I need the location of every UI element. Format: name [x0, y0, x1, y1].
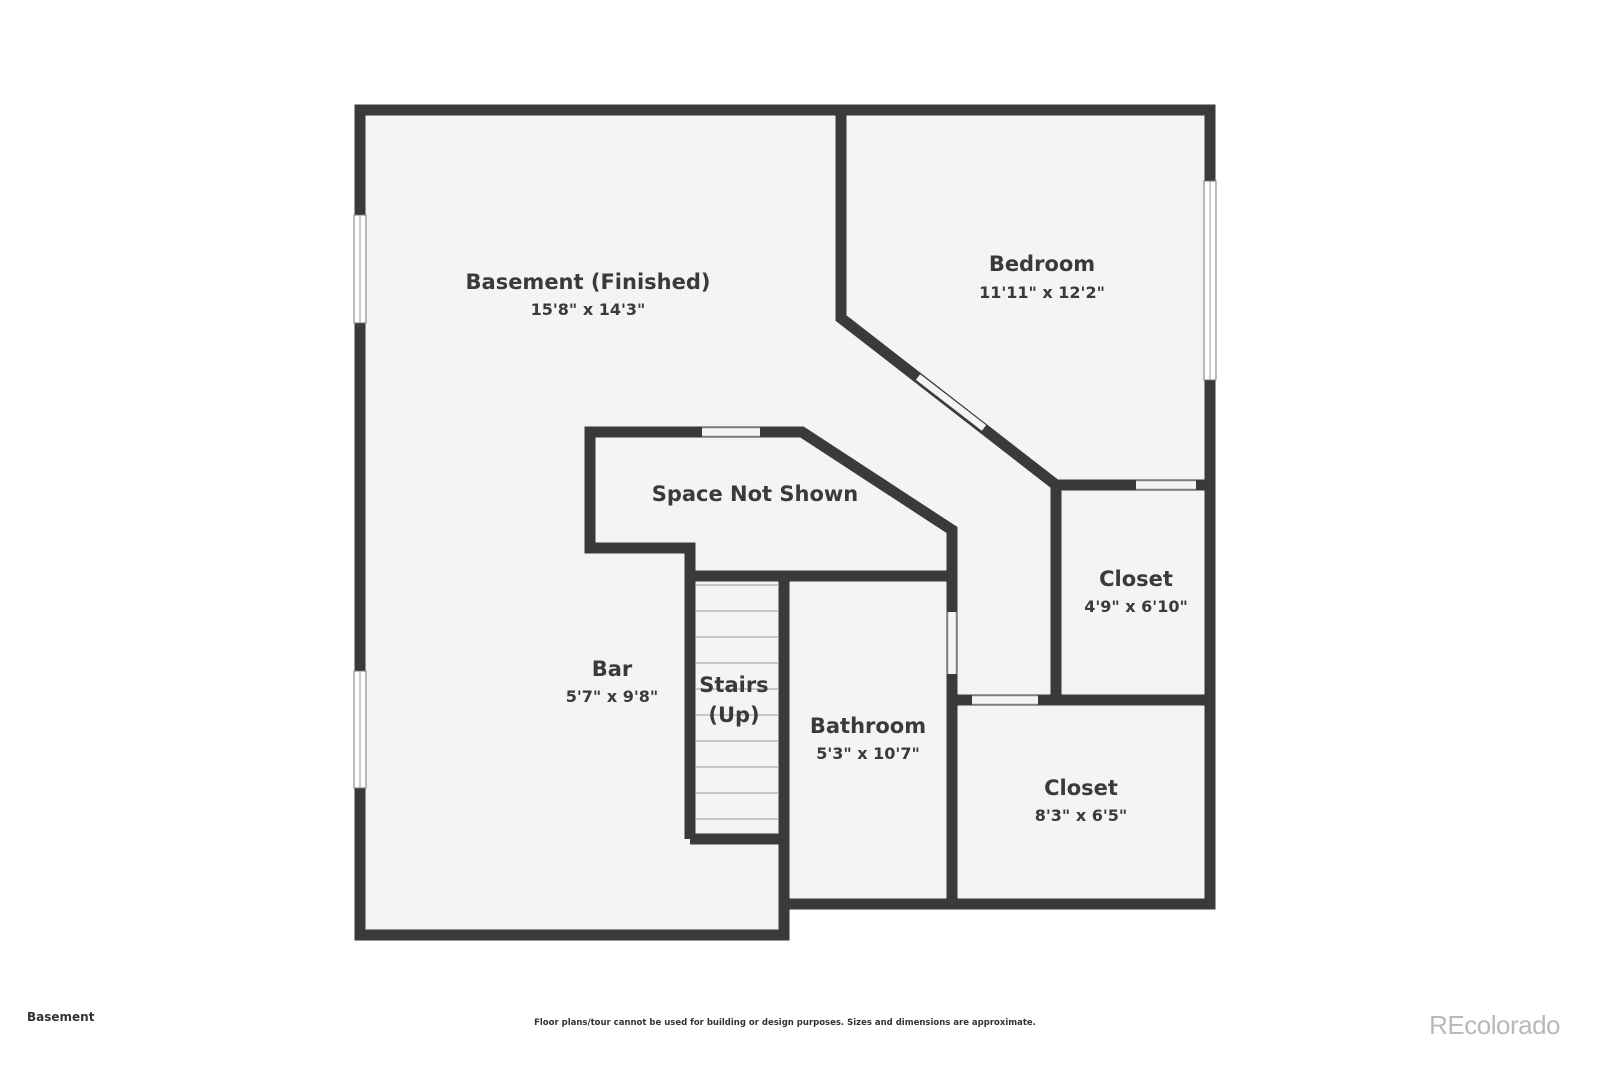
disclaimer-text: Floor plans/tour cannot be used for buil… [534, 1018, 1036, 1028]
room-name-bedroom: Bedroom [989, 252, 1095, 276]
room-dims-closet-a: 4'9" x 6'10" [1084, 597, 1188, 616]
room-name-bathroom: Bathroom [810, 714, 926, 738]
room-name-closet-a: Closet [1099, 567, 1173, 591]
floor-level-label: Basement [27, 1010, 95, 1024]
space-not-shown-wall [584, 426, 958, 582]
door-bedroom [915, 374, 987, 431]
stair-treads [696, 584, 778, 820]
room-name-space-not-shown: Space Not Shown [652, 482, 859, 506]
room-dims-bedroom: 11'11" x 12'2" [979, 283, 1105, 302]
room-dims-closet-b: 8'3" x 6'5" [1035, 806, 1127, 825]
room-dims-bathroom: 5'3" x 10'7" [816, 744, 920, 763]
room-name-stairs: Stairs [699, 673, 768, 697]
floor-area [360, 110, 1210, 935]
room-dims-bar: 5'7" x 9'8" [566, 687, 658, 706]
brand-logo: REcolorado [1429, 1010, 1560, 1040]
room-name-bar: Bar [592, 657, 633, 681]
door-opening-edges [702, 427, 1196, 705]
windows [353, 180, 1217, 789]
room-name-closet-b: Closet [1044, 776, 1118, 800]
room-name-stairs-up: (Up) [708, 703, 759, 727]
room-dims-basement: 15'8" x 14'3" [531, 300, 646, 319]
door-openings [702, 374, 1196, 704]
room-name-basement: Basement (Finished) [466, 270, 711, 294]
